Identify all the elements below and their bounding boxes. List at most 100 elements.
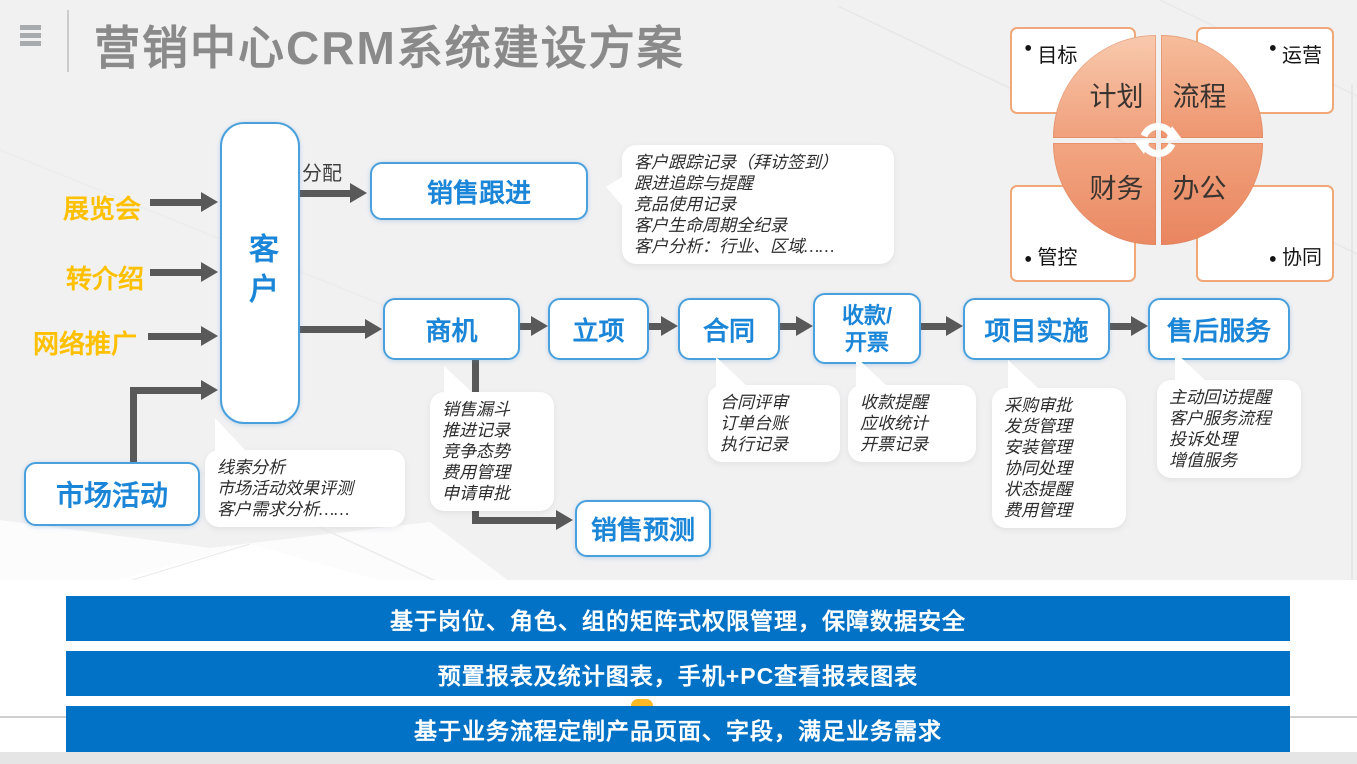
callout-opportunity: 销售漏斗 推进记录 竞争态势 费用管理 申请审批 (430, 366, 554, 511)
callout-line: 费用管理 (442, 463, 510, 482)
arrow-init-to-contract (646, 323, 661, 330)
assign-label: 分配 (302, 163, 342, 185)
arrow-contract-to-payment (777, 323, 796, 330)
callout-implementation: 采购审批 发货管理 安装管理 协同处理 状态提醒 费用管理 (992, 360, 1126, 528)
banner-customization: 基于业务流程定制产品页面、字段，满足业务需求 (66, 706, 1290, 752)
callout-line: 跟进追踪与提醒 (634, 174, 753, 193)
callout-line: 增值服务 (1169, 451, 1237, 470)
flow-node-market-activity: 市场活动 (24, 462, 200, 526)
callout-payment: 收款提醒 应收统计 开票记录 (848, 357, 976, 462)
callout-tail (1175, 352, 1207, 382)
flow-node-contract-label: 合同 (702, 315, 755, 346)
callout-line: 状态提醒 (1004, 480, 1072, 499)
callout-contract: 合同评审 订单台账 执行记录 (708, 357, 840, 462)
flow-node-opportunity-label: 商机 (425, 315, 478, 346)
banner-reports: 预置报表及统计图表，手机+PC查看报表图表 (66, 651, 1290, 696)
flow-node-after-sales: 售后服务 (1148, 298, 1290, 360)
arrowhead-icon (365, 319, 382, 339)
flow-node-customer: 客户 (220, 122, 300, 424)
flow-node-after-sales-label: 售后服务 (1166, 315, 1271, 346)
callout-line: 安装管理 (1004, 438, 1072, 457)
callout-line: 客户生命周期全纪录 (634, 216, 787, 235)
callout-line: 市场活动效果评测 (217, 479, 353, 498)
menu-icon-bar (20, 41, 41, 46)
callout-tail (444, 366, 476, 396)
quadrant-chart: 计划 流程 财务 办公 (1053, 35, 1263, 245)
banner-permission-text: 基于岗位、角色、组的矩阵式权限管理，保障数据安全 (390, 607, 966, 634)
callout-line: 订单台账 (720, 414, 788, 433)
arrow-exhibition-to-customer (150, 199, 202, 206)
corner-card-control-label: 管控 (1037, 247, 1078, 269)
corner-card-collaboration-label: 协同 (1282, 247, 1322, 269)
menu-icon-bar (20, 33, 41, 38)
menu-icon[interactable] (20, 25, 41, 46)
callout-market: 线索分析 市场活动效果评测 客户需求分析…… (205, 418, 405, 527)
arrow-promotion-to-customer (148, 333, 202, 340)
source-label-exhibition: 展览会 (63, 194, 142, 224)
arrowhead-icon (1131, 316, 1148, 336)
callout-line: 客户需求分析…… (217, 500, 350, 519)
flow-node-opportunity: 商机 (383, 298, 520, 360)
arrowhead-icon (661, 316, 678, 336)
arrow-payment-to-implementation (918, 323, 946, 330)
flow-node-implementation: 项目实施 (963, 298, 1110, 360)
source-label-referral: 转介绍 (66, 264, 145, 294)
arrowhead-icon (201, 262, 218, 282)
flow-node-implementation-label: 项目实施 (984, 315, 1089, 346)
source-label-online-promotion: 网络推广 (33, 329, 138, 359)
corner-card-goal-label: 目标 (1037, 45, 1078, 67)
menu-icon-bar (20, 25, 41, 30)
flow-node-contract: 合同 (678, 298, 780, 360)
outside-slide-area (0, 752, 1357, 764)
arrowhead-icon (796, 316, 813, 336)
bullet-icon: • (1024, 36, 1033, 62)
arrowhead-icon (531, 316, 548, 336)
quadrant-segment-process-label: 流程 (1172, 81, 1227, 112)
arrowhead-icon (201, 380, 218, 400)
callout-tail (606, 175, 625, 209)
arrowhead-icon (201, 326, 218, 346)
callout-line: 合同评审 (720, 393, 788, 412)
arrowhead-icon (350, 183, 367, 203)
callout-sales-follow: 客户跟踪记录（拜访签到） 跟进追踪与提醒 竞品使用记录 客户生命周期全纪录 客户… (606, 145, 894, 264)
bullet-icon: • (1268, 36, 1277, 62)
arrowhead-icon (556, 510, 573, 530)
flow-node-customer-label: 客户 (244, 233, 277, 313)
callout-line: 采购审批 (1004, 396, 1072, 415)
flow-node-payment-label: 收款/ (841, 302, 893, 328)
callout-line: 客户服务流程 (1169, 409, 1271, 428)
arrowhead-icon (946, 316, 963, 336)
callout-line: 竞品使用记录 (634, 195, 736, 214)
flow-node-sales-follow: 销售跟进 (370, 162, 588, 220)
arrowhead-icon (201, 192, 218, 212)
flow-node-forecast-label: 销售预测 (590, 515, 695, 545)
quadrant-segment-plan-label: 计划 (1089, 81, 1144, 112)
quadrant-segment-office-label: 办公 (1172, 173, 1227, 204)
flow-node-project-init-label: 立项 (572, 315, 625, 346)
quadrant-segment-finance-label: 财务 (1089, 173, 1144, 204)
arrow-opportunity-to-forecast (472, 517, 556, 524)
callout-tail (215, 418, 247, 452)
arrow-opportunity-to-init (517, 323, 531, 330)
arrow-market-to-customer (130, 387, 137, 462)
arrow-customer-to-opportunity (297, 326, 365, 333)
callout-tail (1008, 360, 1040, 390)
arrow-implementation-to-aftersales (1107, 323, 1131, 330)
arrow-market-to-customer (130, 387, 202, 394)
sync-icon (1134, 122, 1182, 158)
callout-line: 线索分析 (217, 458, 285, 477)
callout-line: 投诉处理 (1169, 430, 1237, 449)
flow-node-sales-follow-label: 销售跟进 (426, 177, 531, 208)
callout-line: 协同处理 (1004, 459, 1072, 478)
callout-line: 销售漏斗 (442, 400, 510, 419)
bullet-icon: • (1024, 247, 1033, 273)
callout-line: 主动回访提醒 (1169, 388, 1271, 407)
banner-customization-text: 基于业务流程定制产品页面、字段，满足业务需求 (414, 718, 942, 744)
banner-reports-text: 预置报表及统计图表，手机+PC查看报表图表 (437, 662, 919, 689)
flow-node-payment-label: 开票 (844, 329, 889, 355)
arrow-customer-to-salesfollow (297, 190, 350, 197)
flow-node-forecast: 销售预测 (575, 500, 711, 557)
callout-line: 开票记录 (860, 435, 928, 454)
flow-node-market-activity-label: 市场活动 (55, 480, 168, 511)
